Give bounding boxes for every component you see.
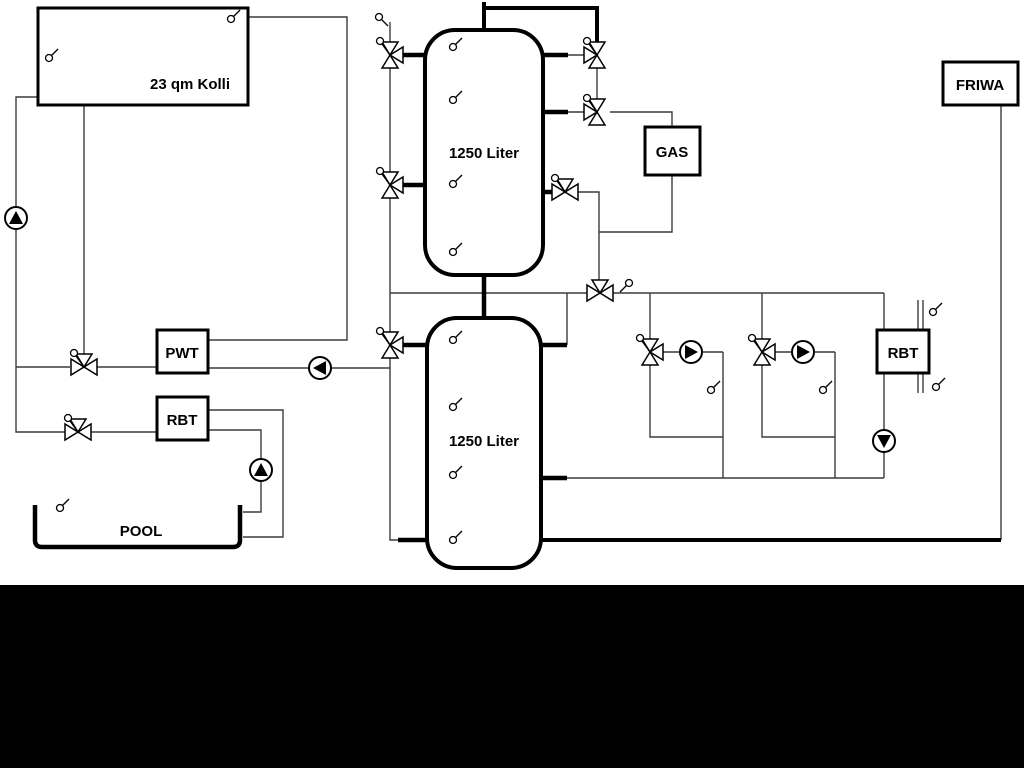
solar-pump-icon <box>4 206 28 230</box>
pipe-rbt-pool-b <box>208 429 262 513</box>
pipe-top-header <box>484 6 599 44</box>
tank1-mid-right-valve-icon <box>550 173 579 201</box>
pipe-tank1-to-mixer <box>578 191 600 281</box>
pipe-pwt-primary <box>208 16 348 341</box>
pool-label: POOL <box>120 523 163 540</box>
sensor-icon <box>931 377 946 392</box>
circuit1-mixing-valve-icon <box>635 333 664 366</box>
circuit1-pump-icon <box>679 340 703 364</box>
solar-collector-box <box>36 6 250 107</box>
tank1-gas-valve-icon <box>582 93 606 126</box>
sensor-icon <box>928 302 943 317</box>
pipe-left-header <box>389 22 400 541</box>
sensor-icon <box>55 498 70 513</box>
pipe-rbt-pool-a <box>208 409 284 538</box>
circuit2-pump-icon <box>791 340 815 364</box>
buffer-tank-2 <box>425 316 543 570</box>
tank1-label: 1250 Liter <box>449 145 519 162</box>
pool-pump-icon <box>249 458 273 482</box>
pipework-thin <box>15 16 1002 541</box>
rbt-left-label: RBT <box>167 412 198 429</box>
pipe-circuit1-loop <box>649 351 724 478</box>
rbt-right-box <box>875 328 931 375</box>
pipe-gas-supply <box>610 111 673 127</box>
letterbox-bottom <box>0 585 1024 768</box>
pipe-gas-return <box>599 175 673 233</box>
pipe-solar-return <box>15 96 65 433</box>
tank2-top-left-valve-icon <box>375 326 404 359</box>
rbt-right-pump-icon <box>872 429 896 453</box>
sensor-icon <box>818 380 833 395</box>
buffer-tank-1 <box>423 28 545 277</box>
circuit2-mixing-valve-icon <box>747 333 776 366</box>
collector-label: 23 qm Kolli <box>150 76 230 93</box>
pool-basin <box>32 505 243 550</box>
pipework-thick <box>398 2 1001 543</box>
tank1-mid-left-valve-icon <box>375 166 404 199</box>
solar-pwt-valve-icon <box>69 348 98 376</box>
tank1-top-right-valve-icon <box>582 36 606 69</box>
vent-sensor-icon <box>374 12 389 27</box>
pwt-pump-icon <box>308 356 332 380</box>
valve-actuator-icon <box>619 278 634 293</box>
rbt-left-box <box>155 395 210 442</box>
pwt-label: PWT <box>165 345 198 362</box>
gas-label: GAS <box>656 144 689 161</box>
hydraulic-schematic: 23 qm Kolli 1250 Liter 1250 Liter GAS FR… <box>4 2 1020 570</box>
pipe-circuit2-loop <box>761 351 836 478</box>
friwa-label: FRIWA <box>956 77 1004 94</box>
pipe-tank-stubs <box>398 52 568 543</box>
sensor-icon <box>706 380 721 395</box>
solar-rbt-valve-icon <box>63 413 92 441</box>
pipe-valve-stubs-right <box>568 54 584 113</box>
pwt-heat-exchanger-box <box>155 328 210 375</box>
gas-boiler-box <box>643 125 702 177</box>
tank2-label: 1250 Liter <box>449 433 519 450</box>
header-mixing-valve-icon <box>586 279 614 302</box>
rbt-right-label: RBT <box>888 345 919 362</box>
tank1-top-left-valve-icon <box>375 36 404 69</box>
friwa-station-box <box>941 60 1020 107</box>
pumps <box>4 206 896 482</box>
